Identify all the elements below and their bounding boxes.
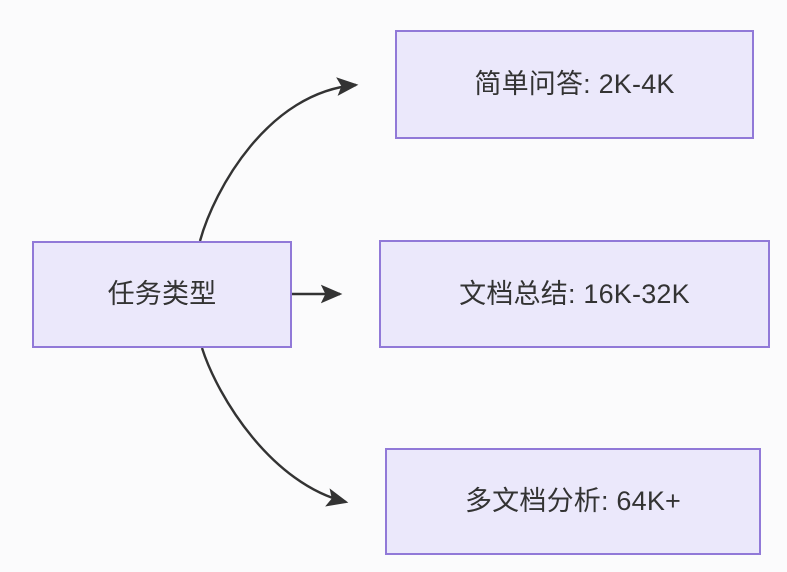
edge-source-simple-qa	[198, 77, 359, 242]
node-task-type-label: 任务类型	[107, 279, 217, 310]
node-doc-summary-label: 文档总结: 16K-32K	[459, 278, 690, 309]
node-simple-qa-label: 简单问答: 2K-4K	[474, 69, 675, 100]
node-simple-qa[interactable]: 简单问答: 2K-4K	[395, 30, 754, 139]
node-multi-doc[interactable]: 多文档分析: 64K+	[385, 448, 761, 555]
edge-source-multi-doc	[200, 347, 349, 507]
node-doc-summary[interactable]: 文档总结: 16K-32K	[379, 240, 770, 348]
node-task-type[interactable]: 任务类型	[32, 241, 292, 348]
node-multi-doc-label: 多文档分析: 64K+	[464, 486, 681, 517]
